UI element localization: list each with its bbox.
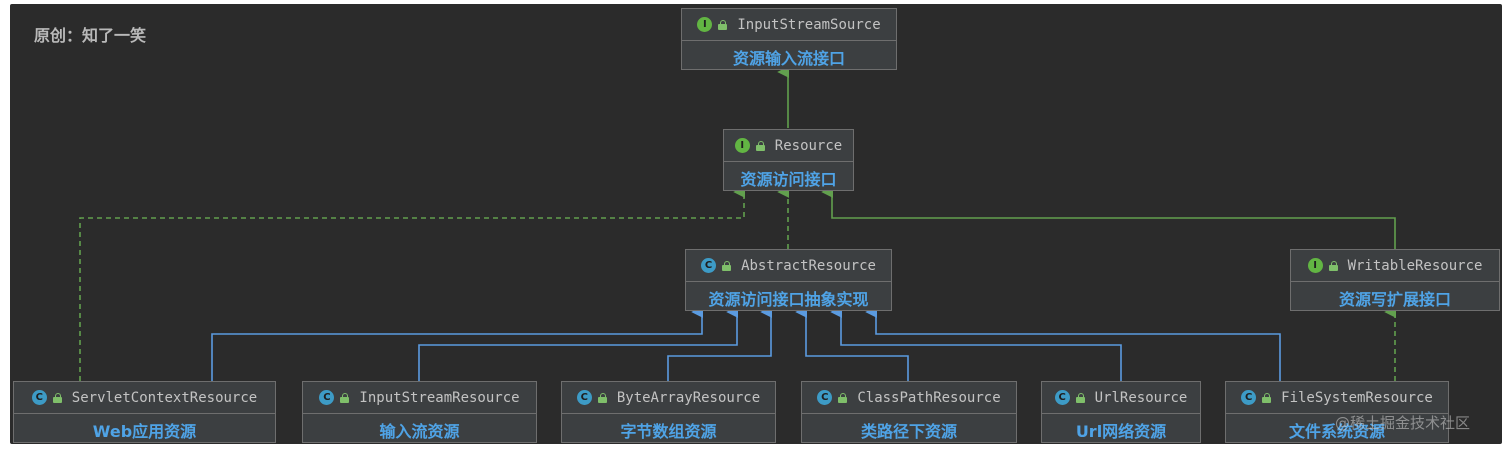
edge-filesystem-to-abstract [865, 306, 1281, 381]
node-class-name: InputStreamResource [359, 389, 520, 406]
edge-bytearray-to-abstract [667, 306, 773, 381]
public-icon [52, 392, 62, 403]
node-description: 资源写扩展接口 [1338, 289, 1451, 309]
public-icon [722, 260, 732, 271]
node-filesystemresource[interactable]: C FileSystemResource 文件系统资源 [1225, 381, 1449, 443]
node-servletcontextresource[interactable]: C ServletContextResource Web应用资源 [13, 381, 276, 443]
node-description: 输入流资源 [379, 421, 460, 441]
class-icon: C [319, 390, 335, 405]
node-bytearrayresource[interactable]: C ByteArrayResource 字节数组资源 [561, 381, 776, 443]
node-class-name: ServletContextResource [71, 389, 258, 406]
class-icon: C [817, 390, 833, 405]
node-inputstreamresource[interactable]: C InputStreamResource 输入流资源 [302, 381, 537, 443]
node-description: 资源访问接口 [740, 169, 837, 189]
node-resource[interactable]: I Resource 资源访问接口 [723, 129, 854, 191]
diagram-canvas [10, 4, 1502, 444]
public-icon [597, 392, 607, 403]
class-icon: C [576, 390, 592, 405]
public-icon [755, 140, 765, 151]
node-description: 资源输入流接口 [732, 48, 845, 68]
node-class-name: AbstractResource [741, 257, 876, 274]
interface-icon: I [1307, 258, 1323, 273]
node-class-name: WritableResource [1347, 257, 1483, 274]
node-class-name: ClassPathResource [857, 389, 1001, 406]
node-classpathresource[interactable]: C ClassPathResource 类路径下资源 [801, 381, 1017, 443]
node-inputstreamsource[interactable]: I InputStreamSource 资源输入流接口 [681, 8, 897, 70]
edge-classpath-to-abstract [795, 306, 909, 381]
abstract-class-icon: C [701, 258, 717, 273]
node-urlresource[interactable]: C UrlResource Url网络资源 [1041, 381, 1201, 443]
public-icon [718, 19, 728, 30]
node-class-name: UrlResource [1094, 389, 1188, 406]
class-icon: C [1054, 390, 1070, 405]
public-icon [340, 392, 350, 403]
public-icon [838, 392, 848, 403]
node-description: Web应用资源 [92, 421, 197, 441]
public-icon [1328, 260, 1338, 271]
watermark-text: @稀土掘金技术社区 [1335, 414, 1471, 432]
node-description: Url网络资源 [1075, 421, 1167, 441]
interface-icon: I [697, 17, 713, 32]
interface-icon: I [734, 138, 750, 153]
author-caption: 原创：知了一笑 [34, 26, 147, 45]
edge-inputstreamres-to-abstract [418, 306, 739, 381]
node-description: 文件系统资源 [1288, 421, 1385, 441]
node-class-name: InputStreamSource [737, 16, 881, 33]
edge-servletcontext-to-abstract [211, 306, 704, 381]
edge-url-to-abstract [830, 306, 1122, 381]
node-class-name: Resource [774, 137, 843, 154]
public-icon [1262, 392, 1272, 403]
node-description: 字节数组资源 [620, 421, 717, 441]
edge-servletcontext-to-resource [79, 186, 746, 381]
public-icon [1075, 392, 1085, 403]
node-abstractresource[interactable]: C AbstractResource 资源访问接口抽象实现 [685, 249, 892, 311]
node-writableresource[interactable]: I WritableResource 资源写扩展接口 [1290, 249, 1500, 311]
edge-writable-to-resource [821, 186, 1396, 249]
node-description: 资源访问接口抽象实现 [708, 289, 869, 309]
node-description: 类路径下资源 [860, 421, 957, 441]
class-icon: C [31, 390, 47, 405]
node-class-name: ByteArrayResource [616, 389, 761, 406]
node-class-name: FileSystemResource [1281, 389, 1433, 406]
class-icon: C [1241, 390, 1257, 405]
